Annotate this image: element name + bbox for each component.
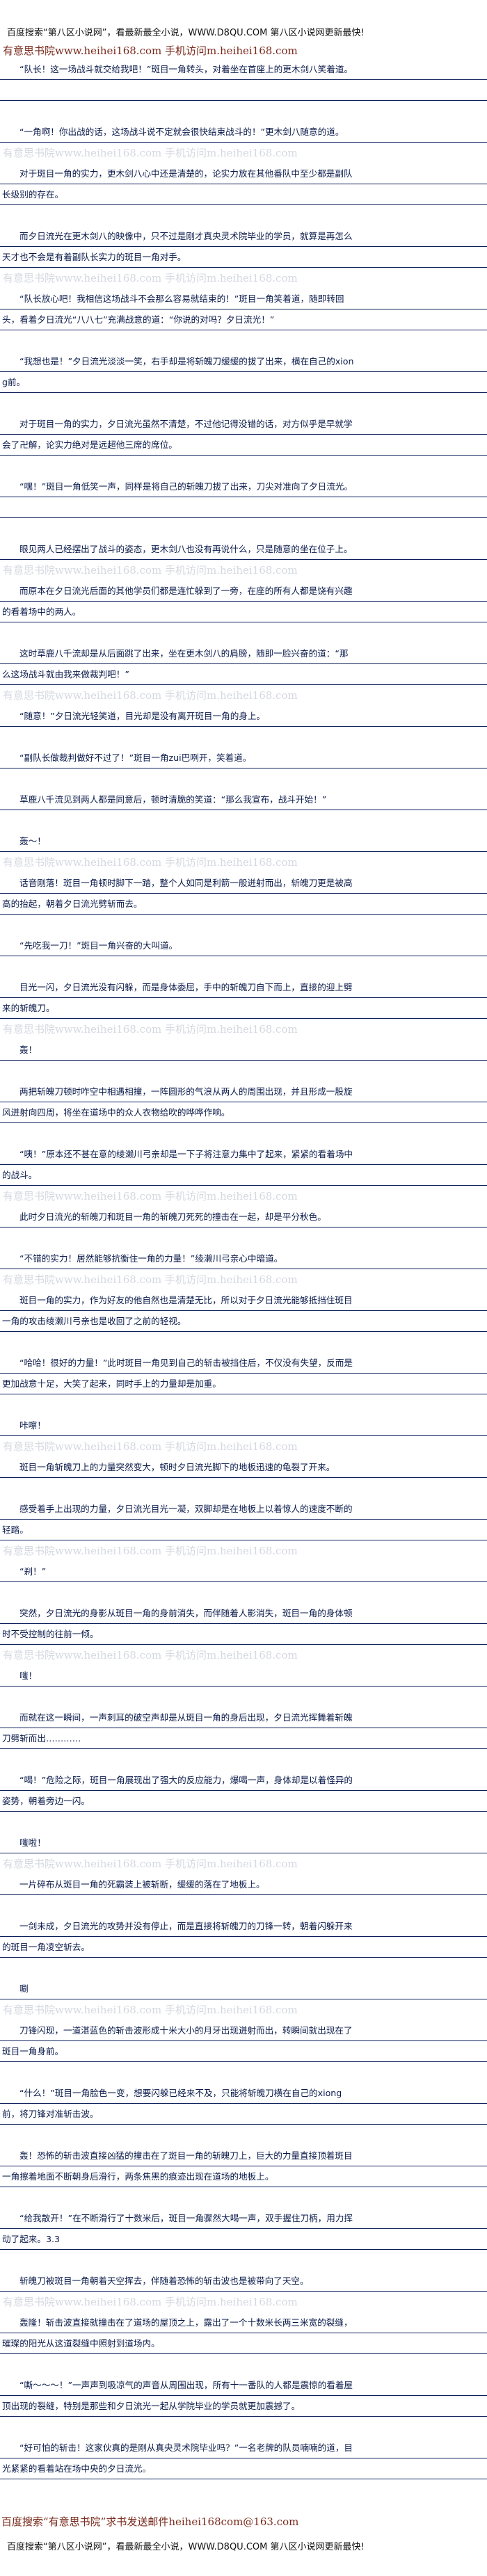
paragraph: 草鹿八千流见到两人都是同意后，顿时清脆的笑道：“那么我宣布，战斗开始！”	[0, 789, 487, 810]
promo-banner-top: 百度搜索“第八区小说网”，看最新最全小说，WWW.D8QU.COM 第八区小说网…	[7, 28, 365, 38]
page-footer: 百度搜索“有意思书院”求书发送邮件heihei168com@163.com 百度…	[0, 2500, 487, 2575]
watermark-text: 有意思书院www.heihei168.com 手机访问m.heihei168.c…	[3, 1440, 298, 1453]
paragraph: 斑目一角的实力，作为好友的他自然也是清楚无比，所以对于夕日流光能够抵挡住斑目一角…	[0, 1290, 487, 1332]
paragraph: “刹！”	[0, 1561, 487, 1582]
paragraph: 斑目一角斩魄刀上的力量突然变大，顿时夕日流光脚下的地板迅速的龟裂了开来。	[0, 1457, 487, 1478]
blank-ruled-line	[0, 80, 487, 101]
paragraph: 此时夕日流光的斩魄刀和斑目一角的斩魄刀死死的撞击在一起，却是平分秋色。	[0, 1207, 487, 1227]
paragraph: 轰！	[0, 1040, 487, 1061]
watermark-text: 有意思书院www.heihei168.com 手机访问m.heihei168.c…	[3, 1023, 298, 1036]
paragraph: “哈哈！很好的力量！”此时斑目一角见到自己的斩击被挡住后，不仅没有失望，反而是更…	[0, 1353, 487, 1394]
paragraph: 话音刚落！斑目一角顿时脚下一踏，整个人如同是利箭一般迸射而出，斩魄刀更是被高高的…	[0, 873, 487, 915]
watermark-text: 有意思书院www.heihei168.com 手机访问m.heihei168.c…	[3, 2004, 298, 2016]
paragraph: 斩魄刀被斑目一角朝着天空挥去，伴随着恐怖的斩击波也是被带向了天空。	[0, 2271, 487, 2292]
watermark-text: 有意思书院www.heihei168.com 手机访问m.heihei168.c…	[3, 856, 298, 869]
paragraph: 对于斑目一角的实力，夕日流光虽然不清楚，不过他记得没错的话，对方似乎是早就学会了…	[0, 414, 487, 456]
paragraph: “嘿！”斑目一角低笑一声，同样是将自己的斩魄刀拔了出来，刀尖对准向了夕日流光。	[0, 476, 487, 497]
paragraph: 轰隆！斩击波直接就撞击在了道场的屋顶之上，露出了一个十数米长两三米宽的裂缝，璀璨…	[0, 2312, 487, 2354]
paragraph: 咔嚓！	[0, 1415, 487, 1436]
paragraph: “嘶～～～！”一声声到吸凉气的声音从周围出现，所有十一番队的人都是震惊的看着屋顶…	[0, 2375, 487, 2417]
blank-ruled-line	[0, 497, 487, 518]
paragraph: 轰！恐怖的斩击波直接凶猛的撞击在了斑目一角的斩魄刀上，巨大的力量直接顶着斑目一角…	[0, 2146, 487, 2187]
paragraph: 感受着手上出现的力量，夕日流光目光一凝，双脚却是在地板上以着惊人的速度不断的轻踏…	[0, 1499, 487, 1540]
chapter-content: “队长！这一场战斗就交给我吧！”斑目一角转头，对着坐在首座上的更木剑八笑着道。 “…	[0, 59, 487, 2479]
paragraph: “先吃我一刀！”斑目一角兴奋的大叫道。	[0, 935, 487, 956]
paragraph: 这时草鹿八千流却是从后面跳了出来，坐在更木剑八的肩膀，随即一脸兴奋的道：“那么这…	[0, 643, 487, 685]
paragraph: 刀锋闪现，一道湛蓝色的斩击波形成十米大小的月牙出现迸射而出，转瞬间就出现在了斑目…	[0, 2020, 487, 2062]
watermark-text: 有意思书院www.heihei168.com 手机访问m.heihei168.c…	[3, 147, 298, 159]
watermark-text: 有意思书院www.heihei168.com 手机访问m.heihei168.c…	[3, 1273, 298, 1286]
paragraph: 两把斩魄刀顿时咋空中相遇相撞，一阵圆形的气浪从两人的周围出现，并且形成一股旋风迸…	[0, 1081, 487, 1123]
paragraph: “队长！这一场战斗就交给我吧！”斑目一角转头，对着坐在首座上的更木剑八笑着道。	[0, 59, 487, 80]
paragraph: “不错的实力！居然能够抗衡住一角的力量！”绫濑川弓亲心中暗道。	[0, 1248, 487, 1269]
paragraph: 一剑未成，夕日流光的攻势并没有停止，而是直接将斩魄刀的刀锋一转，朝着闪躲开来的斑…	[0, 1916, 487, 1958]
paragraph: 轰～！	[0, 831, 487, 852]
paragraph: 目光一闪，夕日流光没有闪躲，而是身体委屈，手中的斩魄刀自下而上，直接的迎上劈来的…	[0, 977, 487, 1019]
paragraph: “队长放心吧！我相信这场战斗不会那么容易就结束的！”斑目一角笑着道，随即转回头，…	[0, 289, 487, 330]
paragraph: “副队长做裁判做好不过了！”斑目一角zui巴咧开，笑着道。	[0, 748, 487, 768]
page-header: 百度搜索“第八区小说网”，看最新最全小说，WWW.D8QU.COM 第八区小说网…	[0, 0, 487, 59]
paragraph: 唰	[0, 1979, 487, 1999]
watermark-text: 有意思书院www.heihei168.com 手机访问m.heihei168.c…	[3, 564, 298, 577]
watermark-text: 有意思书院www.heihei168.com 手机访问m.heihei168.c…	[3, 2296, 298, 2308]
paragraph: “我想也是！”夕日流光淡淡一笑，右手却是将斩魄刀缓缓的拔了出来，横在自己的xio…	[0, 351, 487, 393]
watermark-text: 有意思书院www.heihei168.com 手机访问m.heihei168.c…	[3, 1545, 298, 1557]
paragraph: 对于斑目一角的实力，更木剑八心中还是清楚的，论实力放在其他番队中至少都是副队长级…	[0, 163, 487, 205]
paragraph: 一片碎布从斑目一角的死霸装上被斩断，缓缓的落在了地板上。	[0, 1874, 487, 1895]
promo-banner-bottom: 百度搜索“第八区小说网”，看最新最全小说，WWW.D8QU.COM 第八区小说网…	[7, 2542, 365, 2552]
paragraph: “给我散开！”在不断滑行了十数米后，斑目一角骤然大喝一声，双手握住刀柄，用力挥动…	[0, 2208, 487, 2250]
paragraph: 眼见两人已经摆出了战斗的姿态，更木剑八也没有再说什么，只是随意的坐在位子上。	[0, 539, 487, 560]
paragraph: 突然，夕日流光的身影从斑目一角的身前消失，而伴随着人影消失，斑目一角的身体顿时不…	[0, 1603, 487, 1645]
paragraph: “咦！”原本还不甚在意的绫濑川弓亲却是一下子将注意力集中了起来，紧紧的看着场中的…	[0, 1144, 487, 1186]
site-banner-top: 有意思书院www.heihei168.com 手机访问m.heihei168.c…	[3, 45, 298, 57]
paragraph: 嗤啦！	[0, 1833, 487, 1853]
paragraph: “随意！”夕日流光轻笑道，目光却是没有离开斑目一角的身上。	[0, 706, 487, 727]
watermark-text: 有意思书院www.heihei168.com 手机访问m.heihei168.c…	[3, 1858, 298, 1870]
watermark-text: 有意思书院www.heihei168.com 手机访问m.heihei168.c…	[3, 1649, 298, 1661]
paragraph: “一角啊！你出战的话，这场战斗说不定就会很快结束战斗的！”更木剑八随意的道。	[0, 122, 487, 143]
paragraph: “好可怕的斩击！这家伙真的是刚从真央灵术院毕业吗？”一名老牌的队员喃喃的道，目光…	[0, 2438, 487, 2479]
paragraph: “喝！”危险之际，斑目一角展现出了强大的反应能力，爆喝一声，身体却是以着怪异的姿…	[0, 1770, 487, 1812]
paragraph: 而就在这一瞬间，一声刺耳的破空声却是从斑目一角的身后出现，夕日流光挥舞着斩魄刀劈…	[0, 1707, 487, 1749]
watermark-text: 有意思书院www.heihei168.com 手机访问m.heihei168.c…	[3, 689, 298, 702]
request-footer: 百度搜索“有意思书院”求书发送邮件heihei168com@163.com	[1, 2515, 299, 2528]
paragraph: “什么！”斑目一角脸色一变，想要闪躲已经来不及，只能将斩魄刀横在自己的xiong…	[0, 2083, 487, 2125]
paragraph: 而夕日流光在更木剑八的映像中，只不过是刚才真央灵术院毕业的学员，就算是再怎么天才…	[0, 226, 487, 268]
watermark-text: 有意思书院www.heihei168.com 手机访问m.heihei168.c…	[3, 1190, 298, 1202]
paragraph: 嗤！	[0, 1666, 487, 1687]
paragraph: 而原本在夕日流光后面的其他学员们都是连忙躲到了一旁，在座的所有人都是饶有兴趣的看…	[0, 581, 487, 622]
watermark-text: 有意思书院www.heihei168.com 手机访问m.heihei168.c…	[3, 272, 298, 284]
